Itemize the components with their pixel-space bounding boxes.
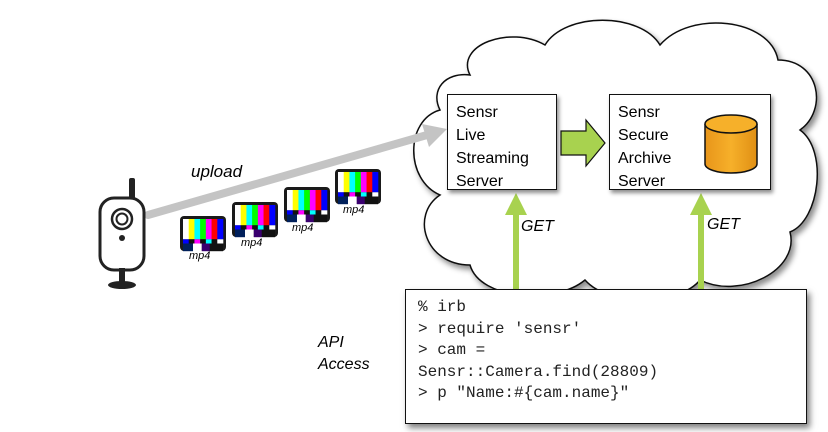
clip-label-2: mp4 <box>241 237 263 249</box>
tv-test-pattern-icon <box>180 216 226 252</box>
archive-server-line-2: Secure <box>618 127 669 144</box>
get-arrow-left <box>505 193 527 289</box>
archive-server-line-3: Archive <box>618 150 672 167</box>
tv-test-pattern-icon <box>232 202 278 238</box>
transfer-arrow <box>560 118 606 168</box>
tv-test-pattern-icon <box>284 187 330 223</box>
terminal-line-3: > cam = <box>418 341 486 359</box>
live-server-label: Sensr Live Streaming Server <box>456 101 529 193</box>
terminal-line-1: % irb <box>418 298 467 316</box>
live-server-line-3: Streaming <box>456 150 529 167</box>
clip-label-3: mp4 <box>292 222 314 234</box>
database-icon <box>704 114 758 174</box>
webcam-icon <box>98 178 146 289</box>
live-server-line-2: Live <box>456 127 486 144</box>
irb-terminal-box: % irb > require 'sensr' > cam = Sensr::C… <box>405 289 807 424</box>
upload-arrow <box>144 124 447 219</box>
secure-archive-server-box: Sensr Secure Archive Server <box>609 94 771 190</box>
archive-server-line-4: Server <box>618 173 666 190</box>
get-arrow-right <box>690 193 712 289</box>
terminal-line-2: > require 'sensr' <box>418 319 582 338</box>
api-label-line-1: API <box>318 334 344 351</box>
clip-label-1: mp4 <box>189 250 211 262</box>
api-label: API Access <box>318 332 370 376</box>
get-label-left: GET <box>521 218 554 235</box>
archive-server-label: Sensr Secure Archive Server <box>618 101 671 193</box>
live-server-line-4: Server <box>456 173 504 190</box>
terminal-line-4: Sensr::Camera.find(28809) <box>418 362 659 381</box>
clip-label-4: mp4 <box>343 204 365 216</box>
live-server-line-1: Sensr <box>456 104 498 121</box>
live-streaming-server-box: Sensr Live Streaming Server <box>447 94 557 190</box>
api-label-line-2: Access <box>318 356 370 373</box>
tv-test-pattern-icon <box>335 169 381 205</box>
archive-server-line-1: Sensr <box>618 104 660 121</box>
terminal-line-5: > p "Name:#{cam.name}" <box>418 384 630 402</box>
get-label-right: GET <box>707 216 740 233</box>
upload-label: upload <box>191 162 243 181</box>
